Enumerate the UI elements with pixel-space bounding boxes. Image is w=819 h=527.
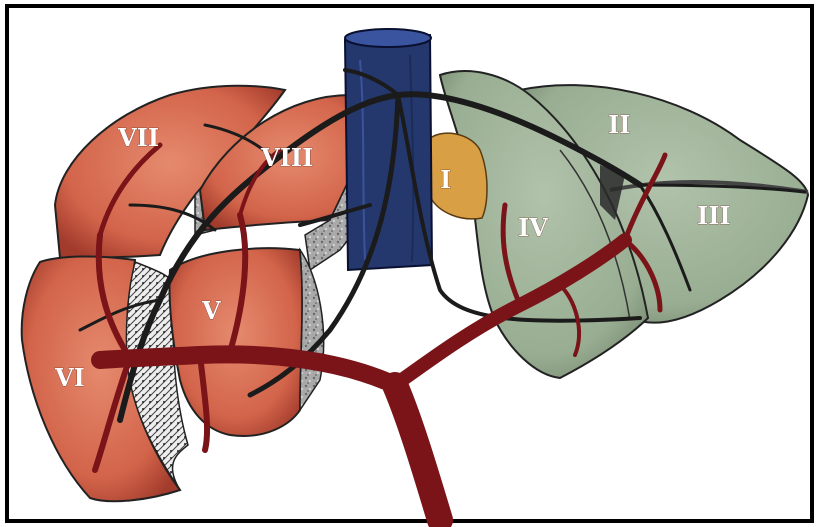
inferior-vena-cava — [345, 29, 432, 270]
label-segment-VIII: VIII — [260, 143, 313, 172]
label-segment-II: II — [608, 110, 630, 139]
label-segment-VI: VI — [54, 363, 85, 392]
label-segment-III: III — [697, 201, 731, 230]
label-segment-VII: VII — [117, 123, 159, 152]
label-segment-I: I — [440, 165, 451, 194]
label-segment-IV: IV — [518, 213, 548, 242]
label-segment-V: V — [201, 296, 221, 325]
